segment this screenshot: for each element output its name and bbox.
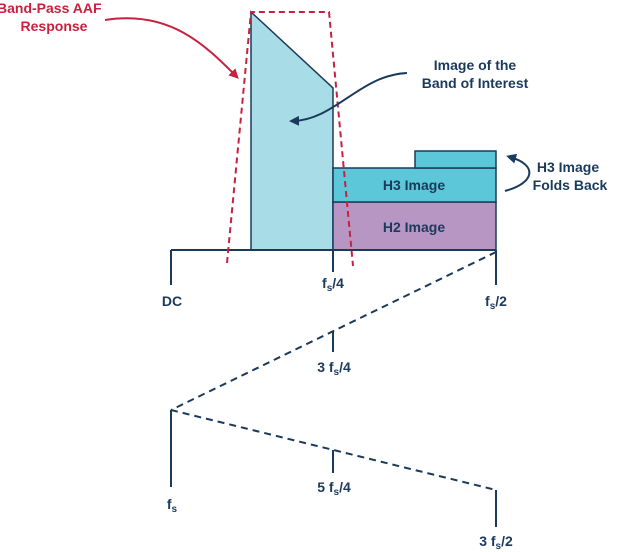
h3-folds-label-line1: H3 Image <box>537 159 599 175</box>
aaf-label-line1: Band-Pass AAF <box>0 0 102 16</box>
tick-label-5fs-over-4: 5 fs/4 <box>317 479 351 498</box>
h3-image-label: H3 Image <box>383 177 445 193</box>
image-pointer-arrow <box>289 72 408 126</box>
image-label-line2: Band of Interest <box>422 75 529 91</box>
h2-image-block <box>332 201 497 251</box>
aaf-label-line2: Response <box>21 18 88 34</box>
aaf-pointer-arrow <box>104 17 239 79</box>
tick-label-fs-over-2: fs/2 <box>485 293 507 312</box>
h3-image-step <box>414 150 497 169</box>
h2-image-label: H2 Image <box>383 219 445 235</box>
h3-folds-label-line2: Folds Back <box>533 177 608 193</box>
tick-label-3fs-over-4: 3 fs/4 <box>317 359 351 378</box>
tick-label-3fs-over-2: 3 fs/2 <box>479 533 513 552</box>
aaf-response-curve <box>226 11 354 267</box>
tick-label-fs-over-4: fs/4 <box>322 275 344 294</box>
tick-label-dc: DC <box>162 293 182 309</box>
band-of-interest-shape <box>250 10 334 251</box>
h3-fold-arrow <box>504 153 531 192</box>
image-label-line1: Image of the <box>434 57 517 73</box>
h3-image-block <box>332 167 497 203</box>
folded-axis-ticks <box>170 331 497 527</box>
main-frequency-axis <box>170 249 497 285</box>
tick-label-fs: fs <box>167 496 178 515</box>
